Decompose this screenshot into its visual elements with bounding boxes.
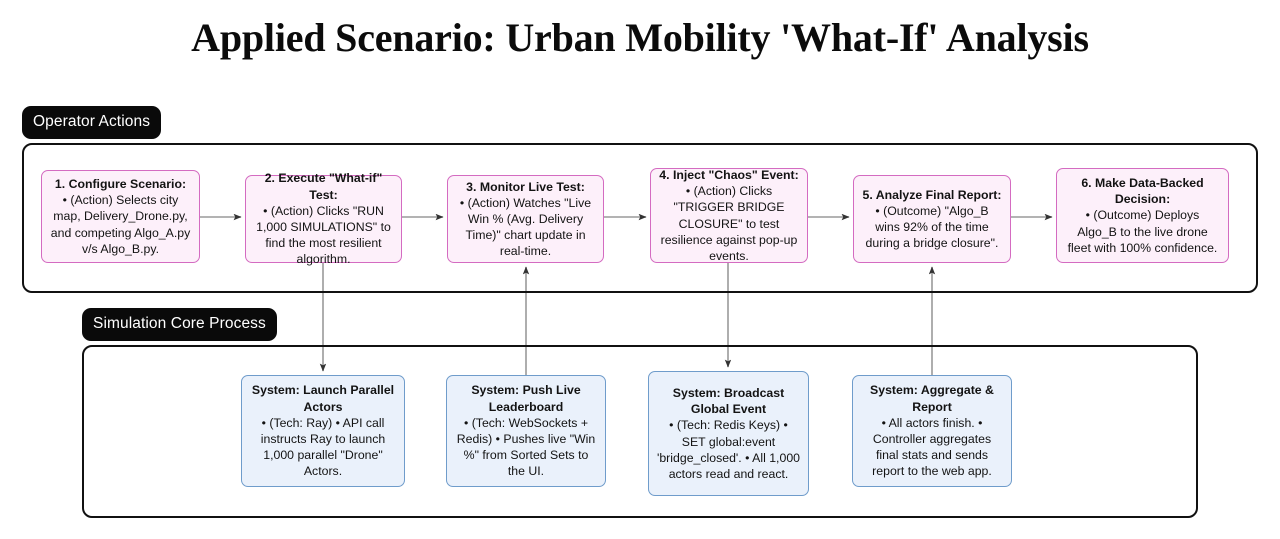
node-body: • (Action) Watches "Live Win % (Avg. Del… [459,195,592,259]
node-make-data-backed-decision[interactable]: 6. Make Data-Backed Decision: • (Outcome… [1056,168,1229,263]
subgraph-operator-actions [22,143,1258,293]
node-body: • (Tech: Ray) • API call instructs Ray t… [260,415,386,479]
node-title: System: Aggregate & Report [870,383,994,414]
node-inject-chaos-event[interactable]: 4. Inject "Chaos" Event: • (Action) Clic… [650,168,808,263]
node-title: 4. Inject "Chaos" Event: [659,167,799,182]
node-body: • (Outcome) Deploys Algo_B to the live d… [1067,208,1218,255]
node-title: 3. Monitor Live Test: [466,179,585,194]
node-title: System: Push Live Leaderboard [471,383,581,414]
node-title: 2. Execute "What-if" Test: [264,171,383,202]
node-title: System: Broadcast Global Event [672,385,785,417]
node-push-live-leaderboard[interactable]: System: Push Live Leaderboard • (Tech: W… [446,375,606,487]
node-title: 5. Analyze Final Report: [862,187,1002,202]
node-body: • (Action) Selects city map, Delivery_Dr… [50,193,191,256]
node-title: 6. Make Data-Backed Decision: [1081,176,1204,207]
node-broadcast-global-event[interactable]: System: Broadcast Global Event • (Tech: … [648,371,809,496]
node-monitor-live-test[interactable]: 3. Monitor Live Test: • (Action) Watches… [447,175,604,263]
subgraph-label-operator-actions: Operator Actions [22,106,162,139]
node-execute-what-if-test[interactable]: 2. Execute "What-if" Test: • (Action) Cl… [245,171,402,266]
subgraph-label-simulation-core-process: Simulation Core Process [82,308,277,341]
node-body: • (Tech: WebSockets + Redis) • Pushes li… [456,415,596,479]
node-body: • All actors finish. • Controller aggreg… [872,415,992,479]
page-title: Applied Scenario: Urban Mobility 'What-I… [191,15,1089,60]
node-title: System: Launch Parallel Actors [251,383,395,414]
node-body: • (Tech: Redis Keys) • SET global:event … [657,418,800,481]
node-analyze-final-report[interactable]: 5. Analyze Final Report: • (Outcome) "Al… [853,175,1011,263]
node-configure-scenario[interactable]: 1. Configure Scenario: • (Action) Select… [41,170,200,263]
subgraph-simulation-core-process [82,345,1198,518]
node-title: 1. Configure Scenario: [54,177,187,191]
node-body: • (Action) Clicks "TRIGGER BRIDGE CLOSUR… [660,184,798,263]
node-launch-parallel-actors[interactable]: System: Launch Parallel Actors • (Tech: … [241,375,405,487]
node-aggregate-and-report[interactable]: System: Aggregate & Report • All actors … [852,375,1012,487]
node-body: • (Action) Clicks "RUN 1,000 SIMULATIONS… [256,203,391,267]
node-body: • (Outcome) "Algo_B wins 92% of the time… [865,203,999,251]
